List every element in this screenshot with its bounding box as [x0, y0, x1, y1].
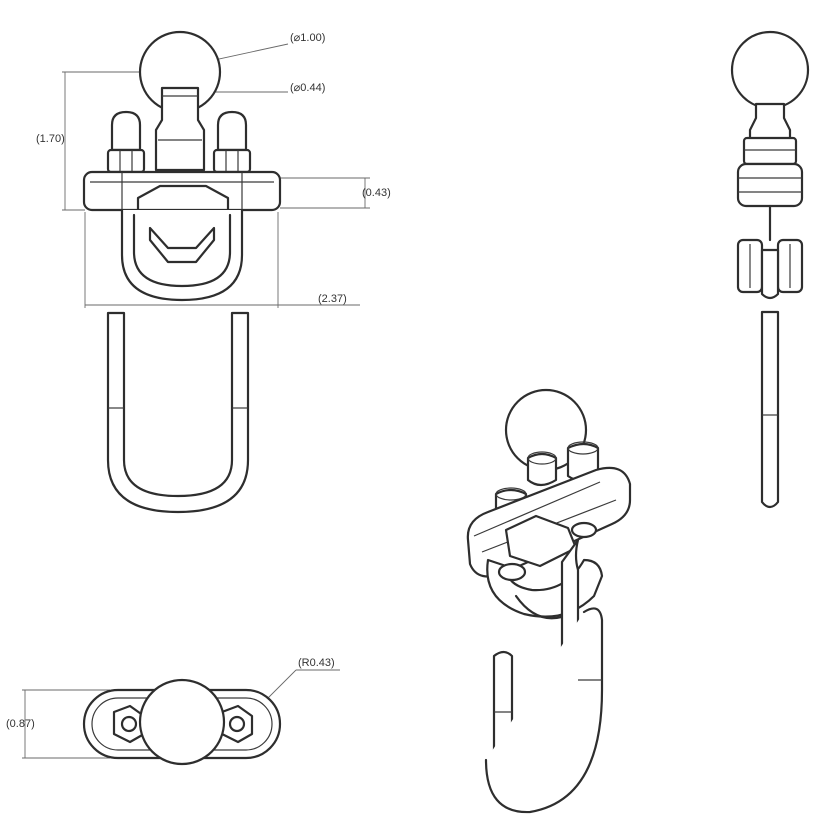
right-nut	[212, 110, 252, 174]
dim-base-width: (2.37)	[318, 293, 347, 305]
top-left-nut	[112, 704, 146, 744]
ball-neck	[154, 86, 206, 172]
top-right-nut	[220, 704, 254, 744]
iso-u-bolt	[484, 538, 604, 814]
side-u-bolt	[760, 310, 780, 509]
base-plate	[82, 170, 282, 212]
dim-base-thickness: (0.43)	[362, 187, 391, 199]
iso-plate	[466, 466, 632, 578]
top-view: (R0.43) (0.87)	[6, 657, 340, 766]
left-nut	[106, 110, 146, 174]
top-ball	[138, 678, 226, 766]
isometric-view	[466, 388, 632, 814]
u-bolt-front	[106, 311, 250, 514]
dim-ball-diameter: (⌀1.00)	[290, 32, 325, 44]
top-view-dimensions	[22, 669, 340, 759]
side-view	[730, 30, 810, 509]
dim-base-depth: (0.87)	[6, 718, 35, 730]
side-clamp	[736, 238, 804, 300]
clamp-cradle	[120, 208, 244, 302]
front-view: (⌀1.00) (⌀0.44) (1.70) (0.43) (2.37)	[36, 30, 391, 514]
dim-neck-diameter: (⌀0.44)	[290, 82, 325, 94]
side-ball	[730, 30, 810, 110]
dim-overall-height: (1.70)	[36, 133, 65, 145]
dim-end-radius: (R0.43)	[298, 657, 335, 669]
